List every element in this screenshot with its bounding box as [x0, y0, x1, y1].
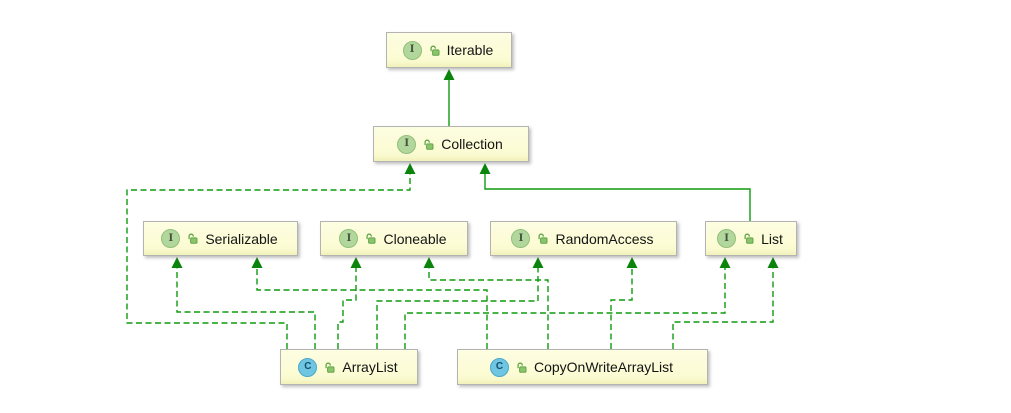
lock-icon — [430, 45, 440, 56]
edge-arraylist-cloneable-implements — [337, 257, 362, 349]
node-list[interactable]: I List — [705, 221, 797, 256]
lock-icon — [538, 233, 548, 244]
node-label: ArrayList — [342, 359, 398, 375]
edge-copyonwritearraylist-list-implements — [672, 257, 779, 349]
class-icon: C — [489, 357, 509, 377]
node-serializable[interactable]: I Serializable — [143, 221, 298, 256]
lock-icon — [424, 139, 434, 150]
generalization-arrowhead — [532, 257, 544, 268]
edge-copyonwritearraylist-serializable-implements — [251, 257, 488, 349]
generalization-arrowhead — [626, 257, 638, 268]
edge-collection-iterable-extends — [443, 69, 455, 126]
interface-icon: I — [339, 229, 359, 248]
node-label: Iterable — [446, 42, 494, 58]
node-collection[interactable]: I Collection — [373, 126, 529, 162]
node-label: Cloneable — [383, 230, 447, 247]
node-label: Serializable — [205, 230, 278, 247]
lock-icon — [325, 362, 335, 373]
interface-icon: I — [402, 40, 422, 60]
edge-arraylist-randomaccess-implements — [376, 257, 544, 349]
edge-copyonwritearraylist-randomaccess-implements — [610, 257, 638, 349]
node-label: Collection — [441, 136, 503, 152]
node-iterable[interactable]: I Iterable — [386, 32, 512, 68]
generalization-arrowhead — [719, 257, 731, 268]
node-randomaccess[interactable]: I RandomAccess — [490, 221, 677, 256]
generalization-arrowhead — [423, 257, 435, 268]
generalization-arrowhead — [479, 163, 491, 174]
edge-arraylist-collection-implements — [126, 163, 416, 349]
edge-list-collection-extends — [479, 163, 751, 221]
generalization-arrowhead — [171, 257, 183, 268]
edge-arraylist-list-implements — [404, 257, 731, 349]
lock-icon — [744, 233, 754, 244]
generalization-arrowhead — [443, 69, 455, 80]
node-label: RandomAccess — [555, 230, 654, 247]
interface-icon: I — [511, 229, 531, 248]
node-label: CopyOnWriteArrayList — [533, 359, 673, 375]
node-label: List — [761, 230, 783, 247]
edge-copyonwritearraylist-cloneable-implements — [423, 257, 549, 349]
node-cloneable[interactable]: I Cloneable — [320, 221, 468, 256]
generalization-arrowhead — [251, 257, 263, 268]
generalization-arrowhead — [767, 257, 779, 268]
interface-icon: I — [161, 229, 181, 248]
interface-icon: I — [397, 134, 417, 154]
lock-icon — [366, 233, 376, 244]
lock-icon — [517, 362, 527, 373]
class-icon: C — [298, 357, 318, 377]
node-arraylist[interactable]: C ArrayList — [280, 349, 418, 385]
edge-arraylist-serializable-implements — [171, 257, 316, 349]
node-copyonwritearraylist[interactable]: C CopyOnWriteArrayList — [457, 349, 708, 385]
generalization-arrowhead — [404, 163, 416, 174]
generalization-arrowhead — [350, 257, 362, 268]
interface-icon: I — [717, 229, 737, 248]
lock-icon — [188, 233, 198, 244]
